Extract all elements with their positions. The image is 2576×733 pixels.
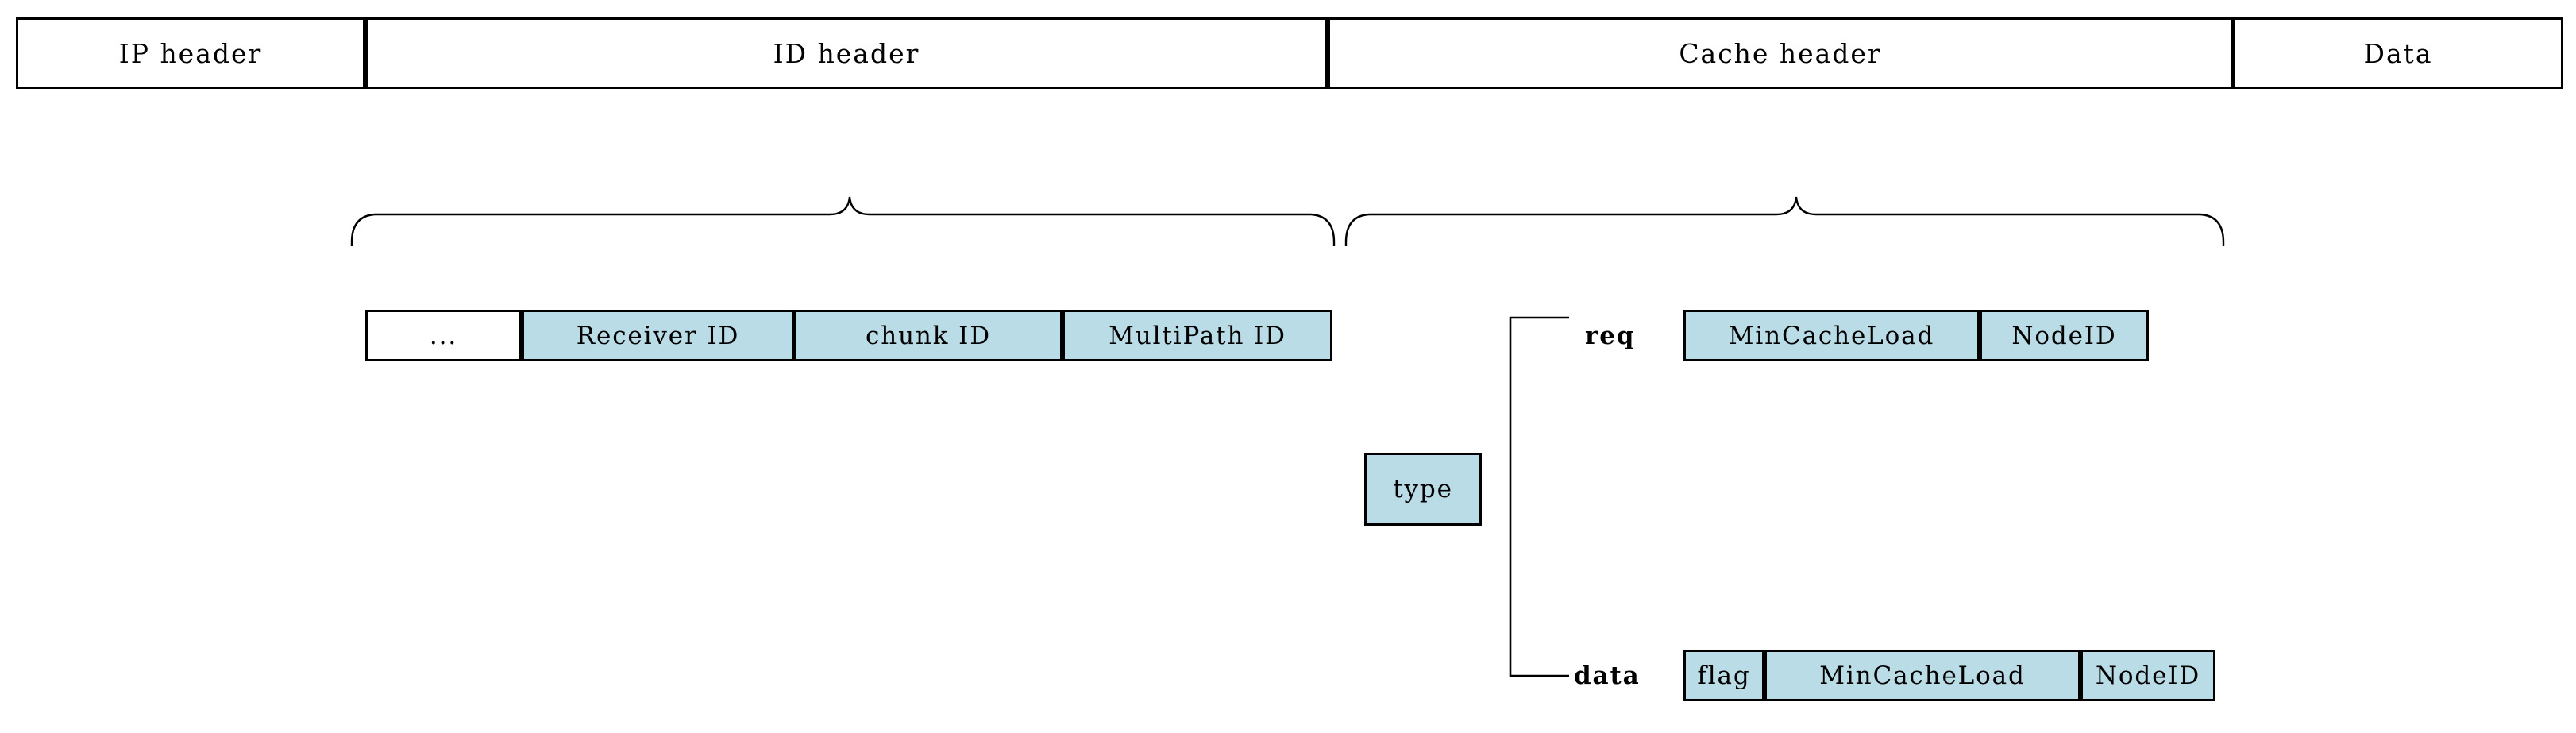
id-field-ellipsis-label: ...	[429, 321, 458, 350]
id-field-receiver-id-label: Receiver ID	[576, 321, 740, 350]
id-field-multipath-id-label: MultiPath ID	[1109, 321, 1286, 350]
cache-variant-req-label: req	[1585, 321, 1636, 350]
req-field-nodeid-label: NodeID	[2011, 321, 2117, 350]
req-field-nodeid: NodeID	[1980, 310, 2149, 361]
id-header-brace	[350, 196, 1336, 246]
cache-type-variant-bracket	[1509, 316, 1569, 677]
data-field-flag-label: flag	[1697, 661, 1751, 690]
data-field-nodeid-label: NodeID	[2095, 661, 2201, 690]
packet-field-data: Data	[2233, 17, 2563, 89]
packet-field-data-label: Data	[2363, 37, 2433, 69]
cache-field-type: type	[1364, 453, 1482, 526]
data-field-flag: flag	[1683, 650, 1764, 701]
req-field-mincacheload: MinCacheLoad	[1683, 310, 1980, 361]
data-field-mincacheload-label: MinCacheLoad	[1819, 661, 2026, 690]
packet-field-cache-header: Cache header	[1328, 17, 2233, 89]
packet-field-ip-header-label: IP header	[118, 37, 263, 69]
cache-field-type-label: type	[1393, 475, 1453, 503]
packet-field-ip-header: IP header	[16, 17, 365, 89]
packet-field-id-header: ID header	[365, 17, 1328, 89]
req-field-mincacheload-label: MinCacheLoad	[1728, 321, 1935, 350]
id-field-multipath-id: MultiPath ID	[1062, 310, 1332, 361]
cache-variant-data-label: data	[1574, 661, 1641, 690]
data-field-nodeid: NodeID	[2080, 650, 2215, 701]
id-field-ellipsis: ...	[365, 310, 522, 361]
packet-field-id-header-label: ID header	[773, 37, 920, 69]
data-field-mincacheload: MinCacheLoad	[1764, 650, 2080, 701]
id-field-chunk-id-label: chunk ID	[866, 321, 991, 350]
packet-field-cache-header-label: Cache header	[1679, 37, 1882, 69]
id-field-chunk-id: chunk ID	[794, 310, 1062, 361]
id-field-receiver-id: Receiver ID	[522, 310, 794, 361]
cache-header-brace	[1344, 196, 2225, 246]
